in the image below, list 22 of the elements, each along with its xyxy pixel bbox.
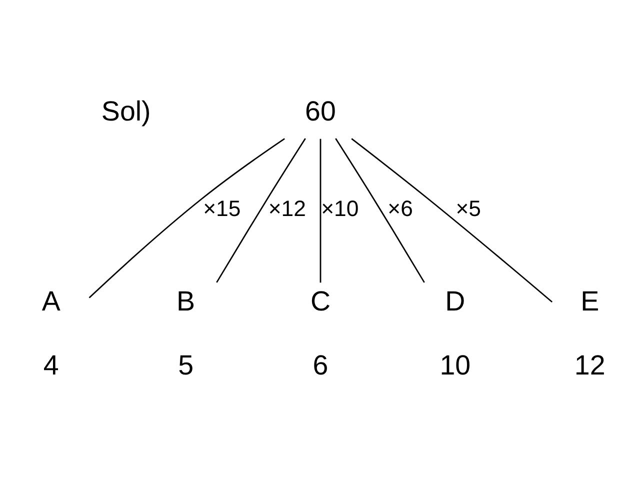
edge-label: ×10 — [321, 196, 359, 222]
node-label: 4 — [43, 350, 59, 381]
node-label: 5 — [178, 350, 194, 381]
connector — [320, 138, 322, 283]
node-text: A — [42, 286, 60, 317]
node-text: B — [176, 286, 196, 317]
node-label: 6 — [312, 350, 328, 381]
edge-label: ×5 — [456, 196, 482, 222]
connector — [88, 138, 285, 298]
connector — [351, 138, 553, 303]
node-label: 10 — [440, 350, 471, 381]
connector — [335, 138, 425, 283]
node-text: C — [310, 286, 331, 317]
connector — [216, 138, 306, 283]
label: Sol) — [101, 95, 151, 126]
node-label: 12 — [574, 350, 606, 381]
node-text: D — [445, 286, 466, 317]
edge-label: ×12 — [268, 196, 306, 222]
node-text: E — [580, 286, 600, 317]
node-text: 60 — [305, 95, 336, 126]
edge-label: ×6 — [388, 196, 413, 222]
edge-label: ×15 — [203, 196, 241, 222]
